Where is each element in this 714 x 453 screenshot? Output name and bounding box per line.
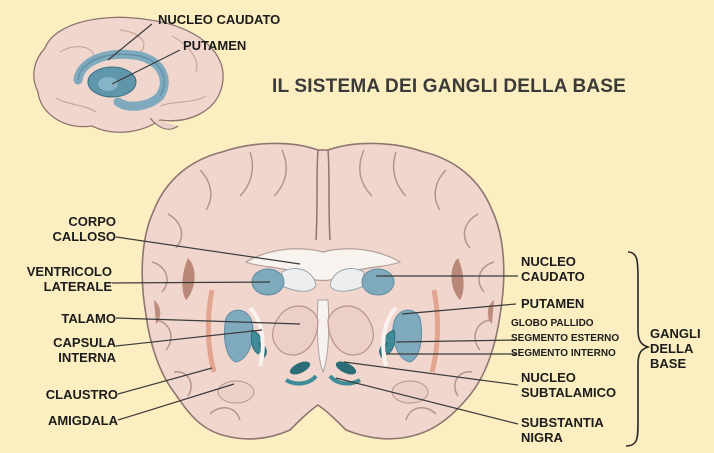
label-nucleo-subtalamico: NUCLEO SUBTALAMICO bbox=[521, 370, 616, 400]
coronal-section bbox=[142, 143, 504, 438]
label-gangli-della-base: GANGLI DELLA BASE bbox=[650, 326, 701, 371]
label-amigdala: AMIGDALA bbox=[18, 413, 118, 428]
label-segmento-interno: SEGMENTO INTERNO bbox=[511, 348, 616, 360]
label-nucleo-caudato: NUCLEO CAUDATO bbox=[521, 254, 585, 284]
label-corpo-calloso: CORPO CALLOSO bbox=[18, 214, 116, 244]
inset-caudate-label: NUCLEO CAUDATO bbox=[158, 12, 280, 27]
label-putamen: PUTAMEN bbox=[521, 296, 584, 311]
label-capsula-interna: CAPSULA INTERNA bbox=[18, 335, 116, 365]
label-segmento-esterno: SEGMENTO ESTERNO bbox=[511, 333, 619, 345]
caudate-right bbox=[362, 269, 394, 295]
page-title: IL SISTEMA DEI GANGLI DELLA BASE bbox=[272, 76, 626, 98]
label-ventricolo-laterale: VENTRICOLO LATERALE bbox=[2, 264, 112, 294]
label-globo-pallido: GLOBO PALLIDO bbox=[511, 318, 594, 330]
inset-putamen-label: PUTAMEN bbox=[183, 38, 246, 53]
label-talamo: TALAMO bbox=[18, 311, 116, 326]
label-claustro: CLAUSTRO bbox=[18, 387, 118, 402]
label-substantia-nigra: SUBSTANTIA NIGRA bbox=[521, 415, 604, 445]
brain-outline bbox=[142, 143, 504, 438]
inset-brain bbox=[34, 17, 223, 132]
group-brace bbox=[626, 252, 648, 446]
